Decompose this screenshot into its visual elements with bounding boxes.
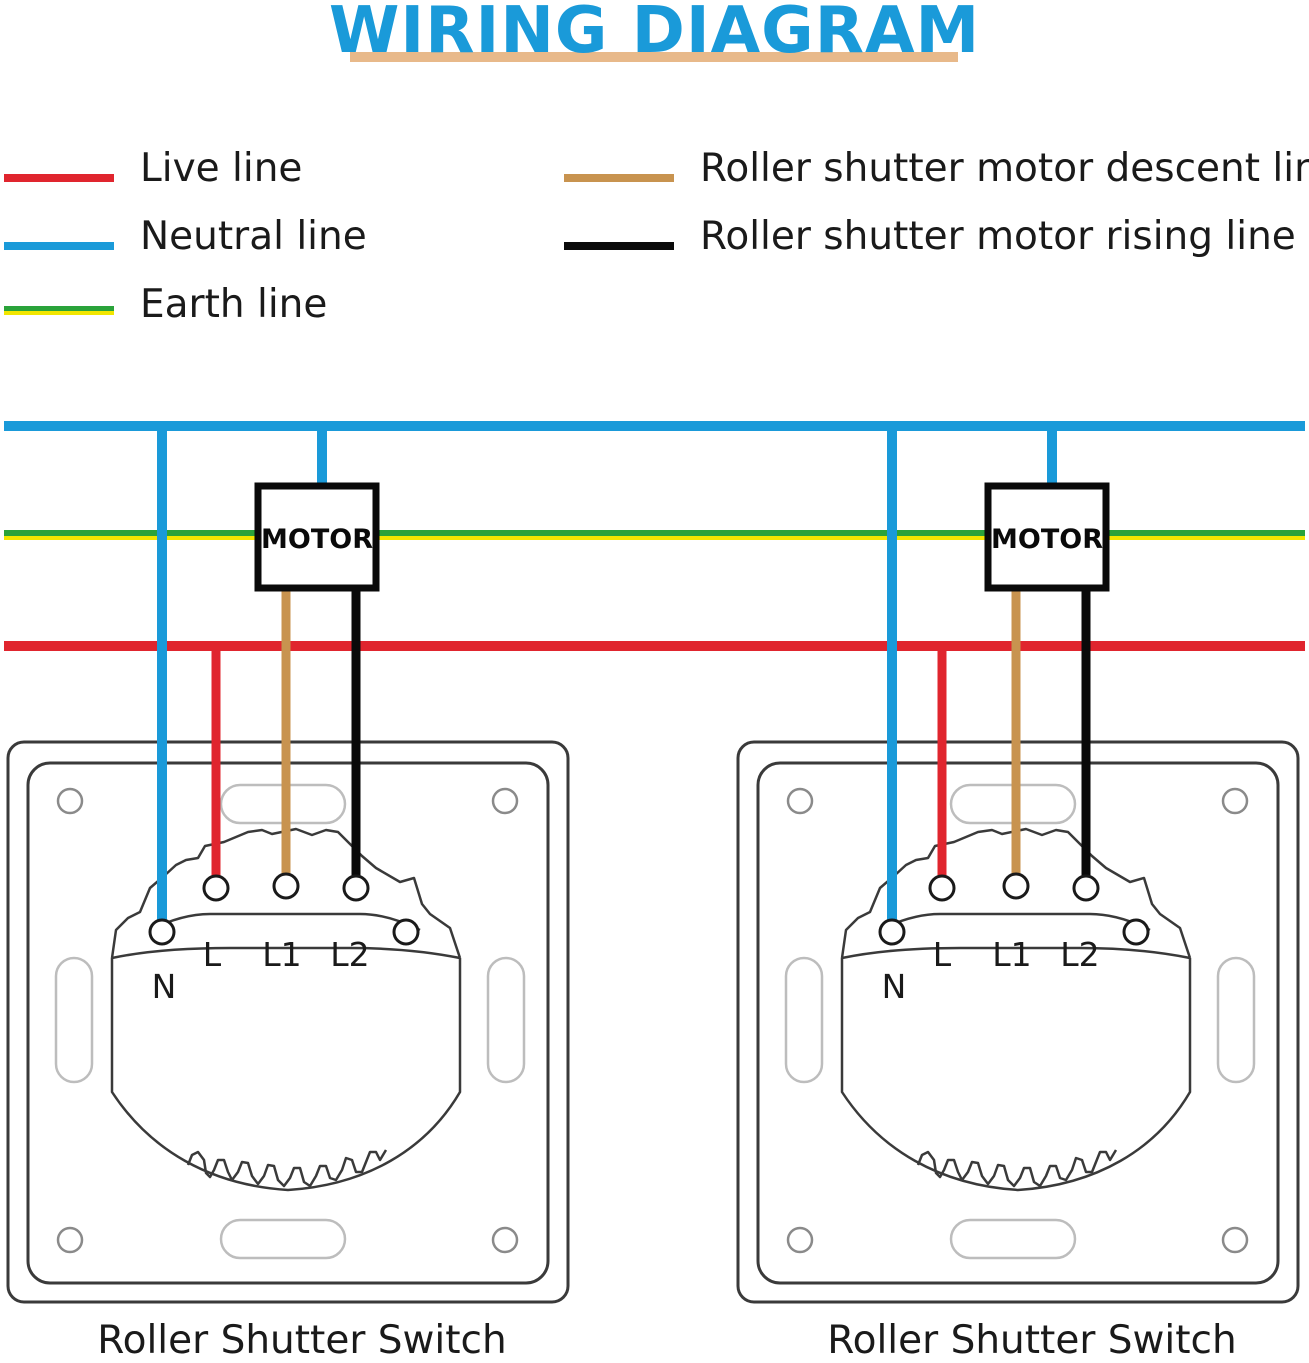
terminal-label-l1: L1 bbox=[992, 935, 1031, 974]
legend-label-live: Live line bbox=[140, 146, 303, 191]
legend-label-earth: Earth line bbox=[140, 282, 328, 327]
terminal-screws bbox=[148, 872, 370, 946]
legend-label-descent: Roller shutter motor descent line bbox=[700, 146, 1309, 191]
terminal-screws bbox=[878, 872, 1100, 946]
terminal-label-n: N bbox=[152, 967, 177, 1006]
switch-unit-left: MOTOR N L L1 L2 bbox=[6, 426, 570, 1304]
terminal-label-n: N bbox=[882, 967, 907, 1006]
legend-item-earth: Earth line bbox=[4, 282, 424, 332]
earth-bus bbox=[4, 530, 1305, 540]
motor-label: MOTOR bbox=[261, 524, 373, 555]
legend-swatch-earth-green bbox=[4, 306, 114, 311]
legend-item-live: Live line bbox=[4, 146, 424, 196]
terminal-screw-spare bbox=[1122, 918, 1150, 946]
legend-label-neutral: Neutral line bbox=[140, 214, 367, 259]
legend-swatch-descent bbox=[564, 174, 674, 182]
switch-caption-right: Roller Shutter Switch bbox=[827, 1318, 1237, 1363]
legend-swatch-earth-yellow bbox=[4, 311, 114, 315]
terminal-screw-spare bbox=[392, 918, 420, 946]
title-block: WIRING DIAGRAM bbox=[0, 0, 1309, 70]
legend-swatch-live bbox=[4, 174, 114, 182]
legend-swatch-neutral bbox=[4, 242, 114, 250]
mounting-holes bbox=[786, 787, 1249, 1254]
legend-item-neutral: Neutral line bbox=[4, 214, 424, 264]
motor-box: MOTOR bbox=[254, 482, 380, 592]
legend-item-rising: Roller shutter motor rising line bbox=[564, 214, 1304, 264]
title-underline bbox=[350, 52, 958, 62]
motor-label: MOTOR bbox=[991, 524, 1103, 555]
terminal-label-l: L bbox=[933, 935, 952, 974]
terminal-label-l2: L2 bbox=[1060, 935, 1099, 974]
terminal-label-l1: L1 bbox=[262, 935, 301, 974]
legend-label-rising: Roller shutter motor rising line bbox=[700, 214, 1296, 259]
terminal-label-l: L bbox=[203, 935, 222, 974]
mounting-holes bbox=[56, 787, 519, 1254]
terminal-label-l2: L2 bbox=[330, 935, 369, 974]
legend-item-descent: Roller shutter motor descent line bbox=[564, 146, 1309, 196]
motor-box: MOTOR bbox=[984, 482, 1110, 592]
page-title: WIRING DIAGRAM bbox=[328, 0, 981, 68]
switch-unit-right: MOTOR N L L1 L2 bbox=[736, 426, 1300, 1304]
legend-swatch-rising bbox=[564, 242, 674, 250]
switch-caption-left: Roller Shutter Switch bbox=[97, 1318, 507, 1363]
